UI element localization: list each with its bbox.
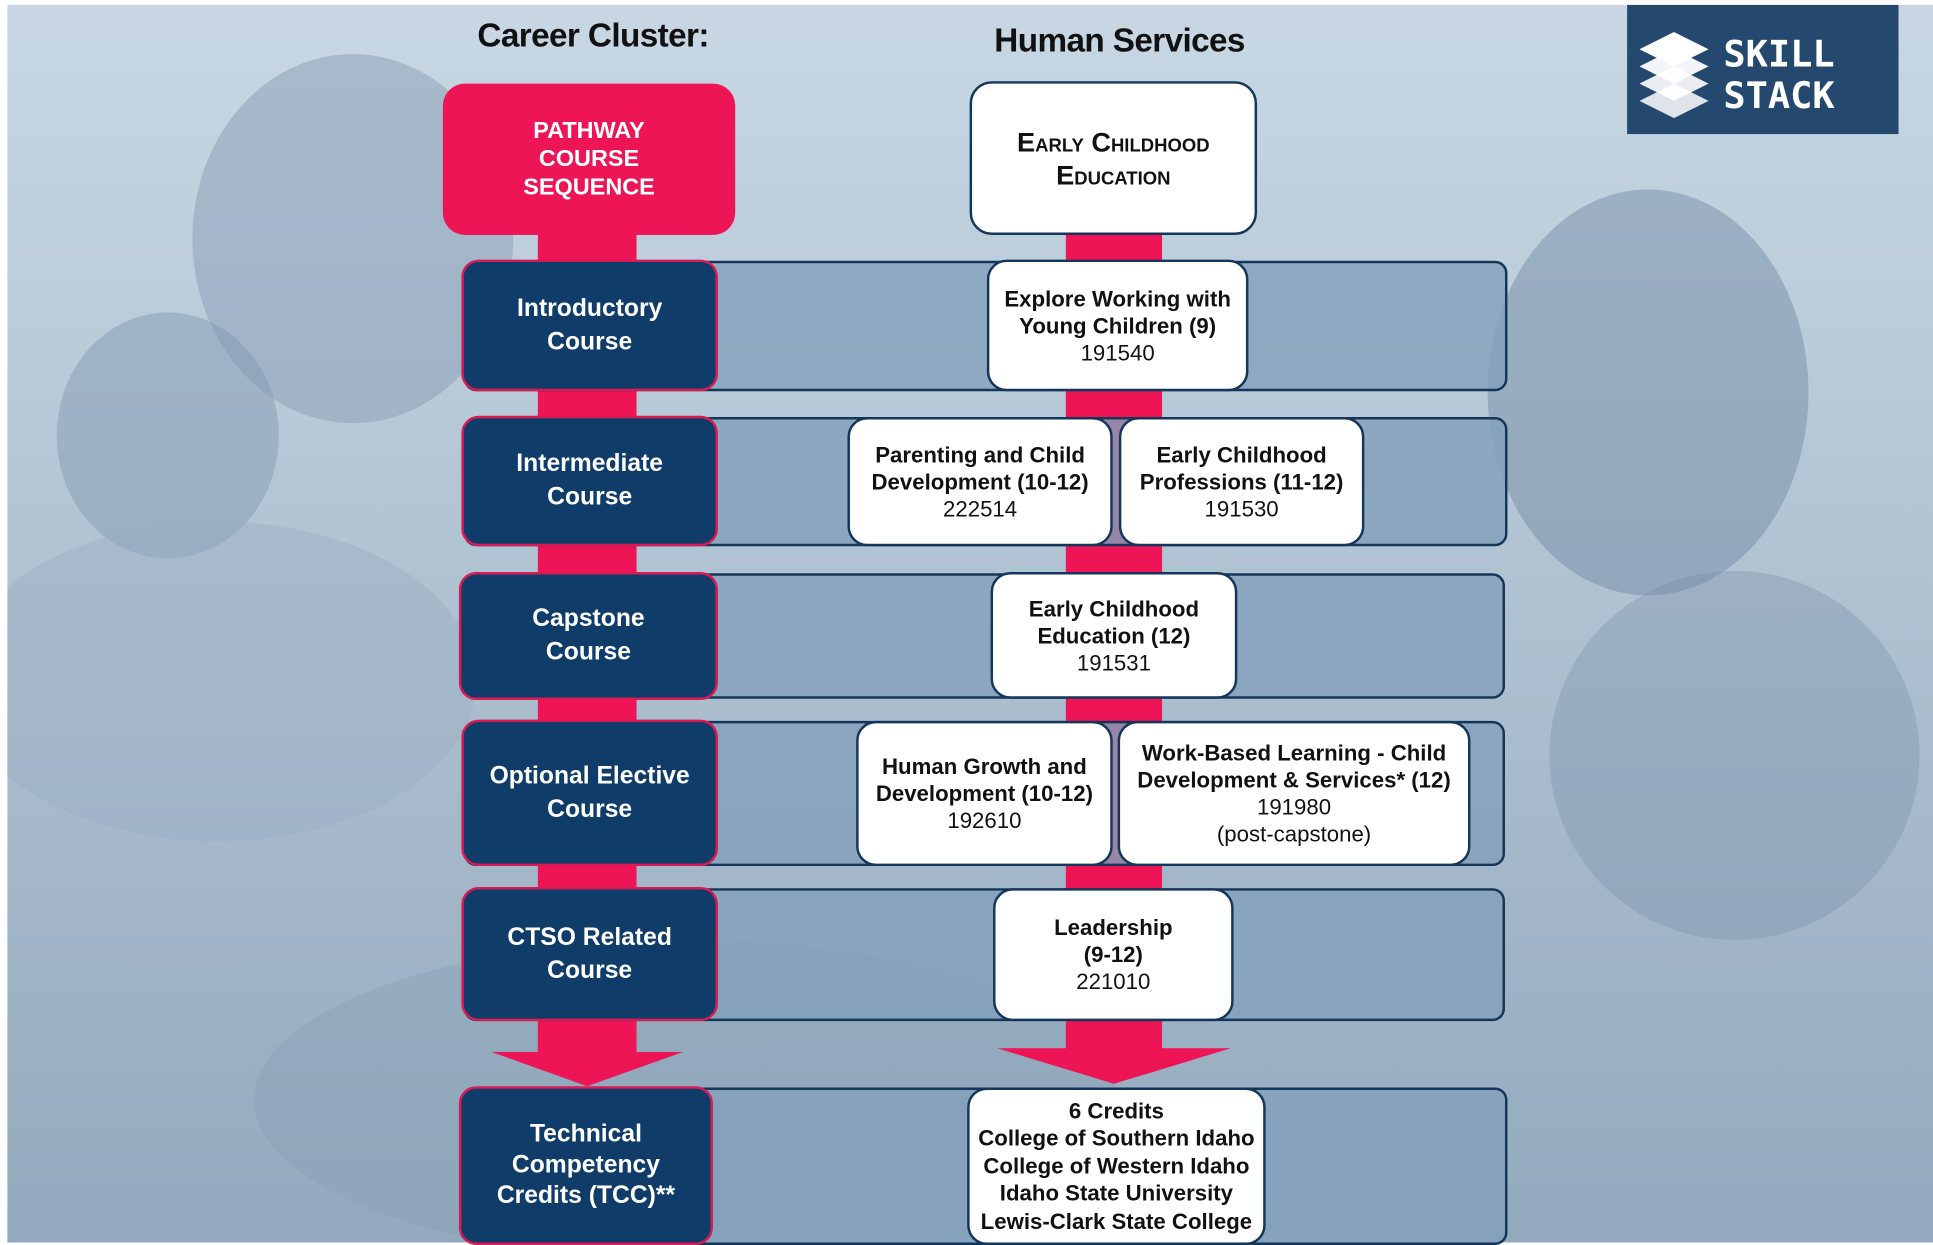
stack-icon: SKILL STACK [1639, 31, 1835, 119]
course-code: 221010 [1076, 969, 1151, 995]
course-code: 222514 [943, 496, 1018, 521]
career-cluster-label: Career Cluster: [477, 17, 709, 55]
credits-title: 6 Credits [1068, 1098, 1164, 1123]
pathway-name-box: Early Childhood Education [969, 81, 1258, 235]
svg-text:SKILL: SKILL [1723, 32, 1834, 75]
course-title: Leadership (9-12) [1054, 915, 1173, 967]
skill-stack-logo: SKILL STACK [1627, 4, 1899, 135]
course-card-191530: Early Childhood Professions (11-12) 1915… [1118, 417, 1365, 547]
course-code: 191540 [1080, 340, 1155, 365]
course-code: 192610 [947, 808, 1022, 833]
course-card-191980: Work-Based Learning - Child Development … [1117, 720, 1471, 867]
svg-text:STACK: STACK [1723, 74, 1835, 117]
course-title: Early Childhood Education (12) [1028, 596, 1200, 648]
course-title: Early Childhood Professions (11-12) [1139, 442, 1344, 494]
left-arrow-icon [490, 1051, 684, 1087]
row-label-elective: Optional Elective Course [461, 719, 718, 867]
pathway-sequence-box: PATHWAY COURSE SEQUENCE [442, 83, 736, 235]
college-item: Idaho State University [999, 1181, 1234, 1206]
row-label-introductory: Introductory Course [461, 259, 718, 392]
right-arrow-icon [996, 1048, 1232, 1084]
row-label-tcc: Technical Competency Credits (TCC)** [458, 1086, 714, 1245]
course-note: (post-capstone) [1216, 821, 1372, 847]
row-label-ctso: CTSO Related Course [461, 886, 718, 1022]
course-title: Explore Working with Young Children (9) [1004, 286, 1231, 338]
cluster-name: Human Services [994, 22, 1245, 60]
course-code: 191530 [1204, 496, 1279, 521]
course-card-222514: Parenting and Child Development (10-12) … [847, 417, 1113, 547]
course-card-191540: Explore Working with Young Children (9) … [986, 259, 1249, 392]
tcc-credits-card: 6 Credits College of Southern Idaho Coll… [967, 1087, 1266, 1245]
course-card-191531: Early Childhood Education (12) 191531 [990, 572, 1238, 699]
course-title: Parenting and Child Development (10-12) [871, 442, 1089, 494]
college-item: College of Southern Idaho [978, 1125, 1255, 1151]
course-code: 191531 [1076, 650, 1151, 675]
row-label-intermediate: Intermediate Course [461, 415, 718, 547]
course-title: Human Growth and Development (10-12) [875, 754, 1094, 806]
course-code: 191980 [1256, 794, 1332, 820]
college-item: Lewis-Clark State College [980, 1208, 1253, 1234]
course-card-221010: Leadership (9-12) 221010 [993, 888, 1234, 1022]
course-title: Work-Based Learning - Child Development … [1137, 740, 1451, 793]
college-item: College of Western Idaho [983, 1153, 1250, 1179]
course-card-192610: Human Growth and Development (10-12) 192… [856, 720, 1113, 867]
row-label-capstone: Capstone Course [458, 572, 718, 700]
